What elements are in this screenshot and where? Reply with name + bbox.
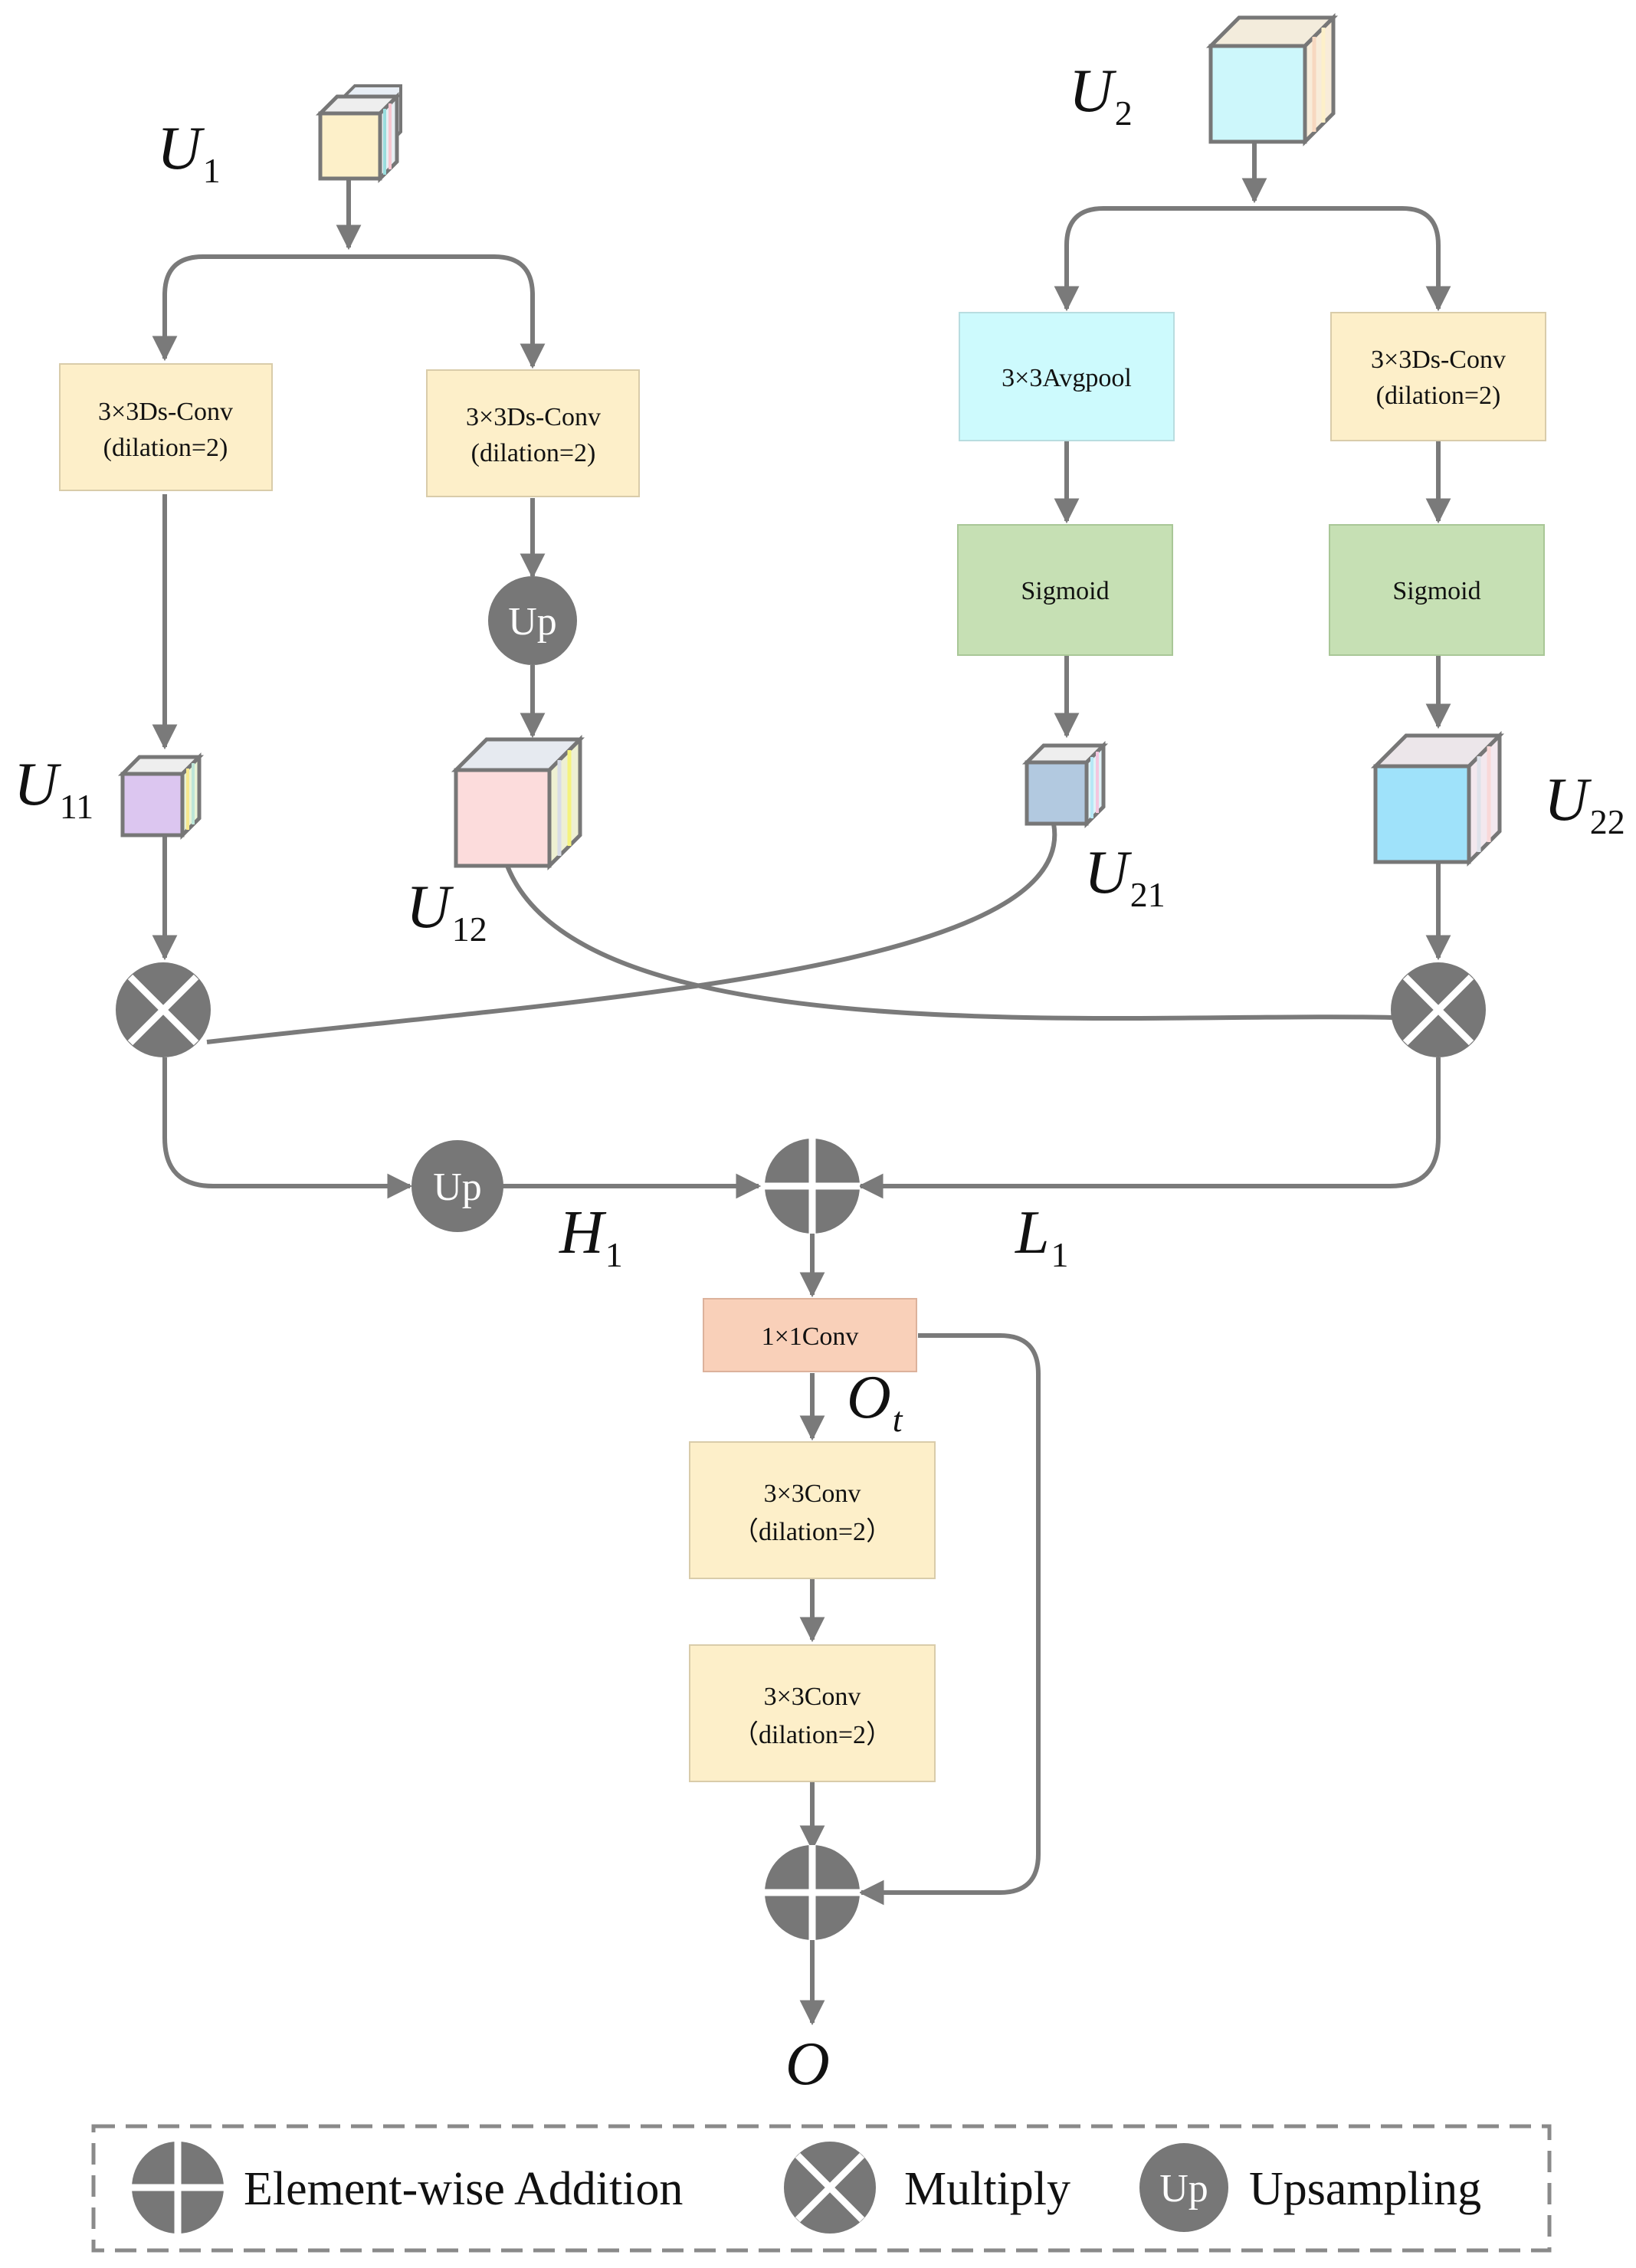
u1-cube	[315, 84, 402, 184]
svg-text:Up: Up	[508, 600, 557, 644]
branch-u2	[1064, 206, 1441, 277]
legend: Element-wise Addition Multiply Up Upsamp…	[91, 2124, 1552, 2253]
ds-conv-right-box: 3×3Ds-Conv (dilation=2)	[1330, 312, 1546, 441]
u2-label: U2	[1069, 57, 1133, 133]
branch-u1	[162, 254, 535, 345]
ds-conv-mid-label-1: 3×3Ds-Conv	[466, 403, 601, 431]
l1-label: L1	[1015, 1199, 1069, 1274]
conv1x1-box: 1×1Conv	[703, 1298, 917, 1372]
curve-u12-to-right-mult	[505, 864, 1393, 1021]
conv3x3-a-label-2: （dilation=2）	[733, 1517, 892, 1546]
u11-label: U11	[14, 751, 93, 826]
conv3x3-a-label-1: 3×3Conv	[764, 1480, 861, 1508]
add-node-main	[765, 1139, 860, 1234]
up-node-bottom: Up	[411, 1140, 503, 1232]
legend-frame	[91, 2124, 1552, 2253]
avgpool-box: 3×3Avgpool	[959, 312, 1175, 441]
sigmoid-left-label: Sigmoid	[1021, 577, 1109, 605]
u22-cube	[1370, 730, 1505, 867]
sigmoid-left-box: Sigmoid	[957, 524, 1173, 656]
avgpool-label: 3×3Avgpool	[1002, 364, 1132, 392]
connectors	[152, 142, 1451, 2026]
u12-label: U12	[406, 873, 487, 949]
legend-multiply-label: Multiply	[904, 2163, 1070, 2215]
path-left-mult-to-up	[162, 1057, 413, 1199]
ds-conv-left-label-1: 3×3Ds-Conv	[98, 398, 233, 426]
svg-text:Up: Up	[1159, 2167, 1208, 2211]
ot-label: Ot	[847, 1364, 903, 1439]
h1-label: H1	[559, 1199, 623, 1274]
u2-cube	[1205, 12, 1339, 147]
legend-addition-icon	[132, 2142, 224, 2234]
up-node-mid: Up	[488, 576, 577, 665]
multiply-node-right	[1391, 962, 1486, 1057]
conv3x3-b-label-2: （dilation=2）	[733, 1720, 892, 1749]
curve-u21-to-left-mult	[206, 823, 1057, 1044]
ds-conv-mid-box: 3×3Ds-Conv (dilation=2)	[426, 369, 640, 497]
u12-cube	[451, 734, 585, 871]
legend-up-icon: Up	[1139, 2143, 1228, 2232]
legend-multiply-icon	[784, 2142, 876, 2234]
conv1x1-label: 1×1Conv	[762, 1322, 859, 1351]
conv3x3-b-box: 3×3Conv （dilation=2）	[689, 1644, 936, 1782]
sigmoid-right-box: Sigmoid	[1329, 524, 1545, 656]
output-label: O	[785, 2030, 830, 2098]
add-node-final	[765, 1845, 860, 1940]
ds-conv-left-label-2: (dilation=2)	[103, 434, 228, 462]
u11-cube	[117, 752, 205, 841]
ds-conv-right-label-2: (dilation=2)	[1376, 382, 1501, 410]
legend-upsampling-label: Upsampling	[1249, 2163, 1481, 2215]
u1-label: U1	[157, 115, 221, 190]
u22-label: U22	[1544, 766, 1625, 841]
svg-text:Up: Up	[433, 1165, 482, 1209]
ds-conv-right-label-1: 3×3Ds-Conv	[1371, 346, 1506, 374]
multiply-node-left	[116, 962, 211, 1057]
u21-cube	[1021, 740, 1109, 829]
sigmoid-right-label: Sigmoid	[1392, 577, 1480, 605]
conv3x3-b-label-1: 3×3Conv	[764, 1683, 861, 1711]
u21-label: U21	[1084, 839, 1166, 914]
skip-connection	[858, 1333, 1041, 1906]
ds-conv-left-box: 3×3Ds-Conv (dilation=2)	[59, 363, 273, 491]
conv3x3-a-box: 3×3Conv （dilation=2）	[689, 1441, 936, 1579]
legend-addition-label: Element-wise Addition	[244, 2163, 683, 2215]
ds-conv-mid-label-2: (dilation=2)	[471, 439, 596, 467]
path-right-mult-to-add	[857, 1057, 1441, 1199]
